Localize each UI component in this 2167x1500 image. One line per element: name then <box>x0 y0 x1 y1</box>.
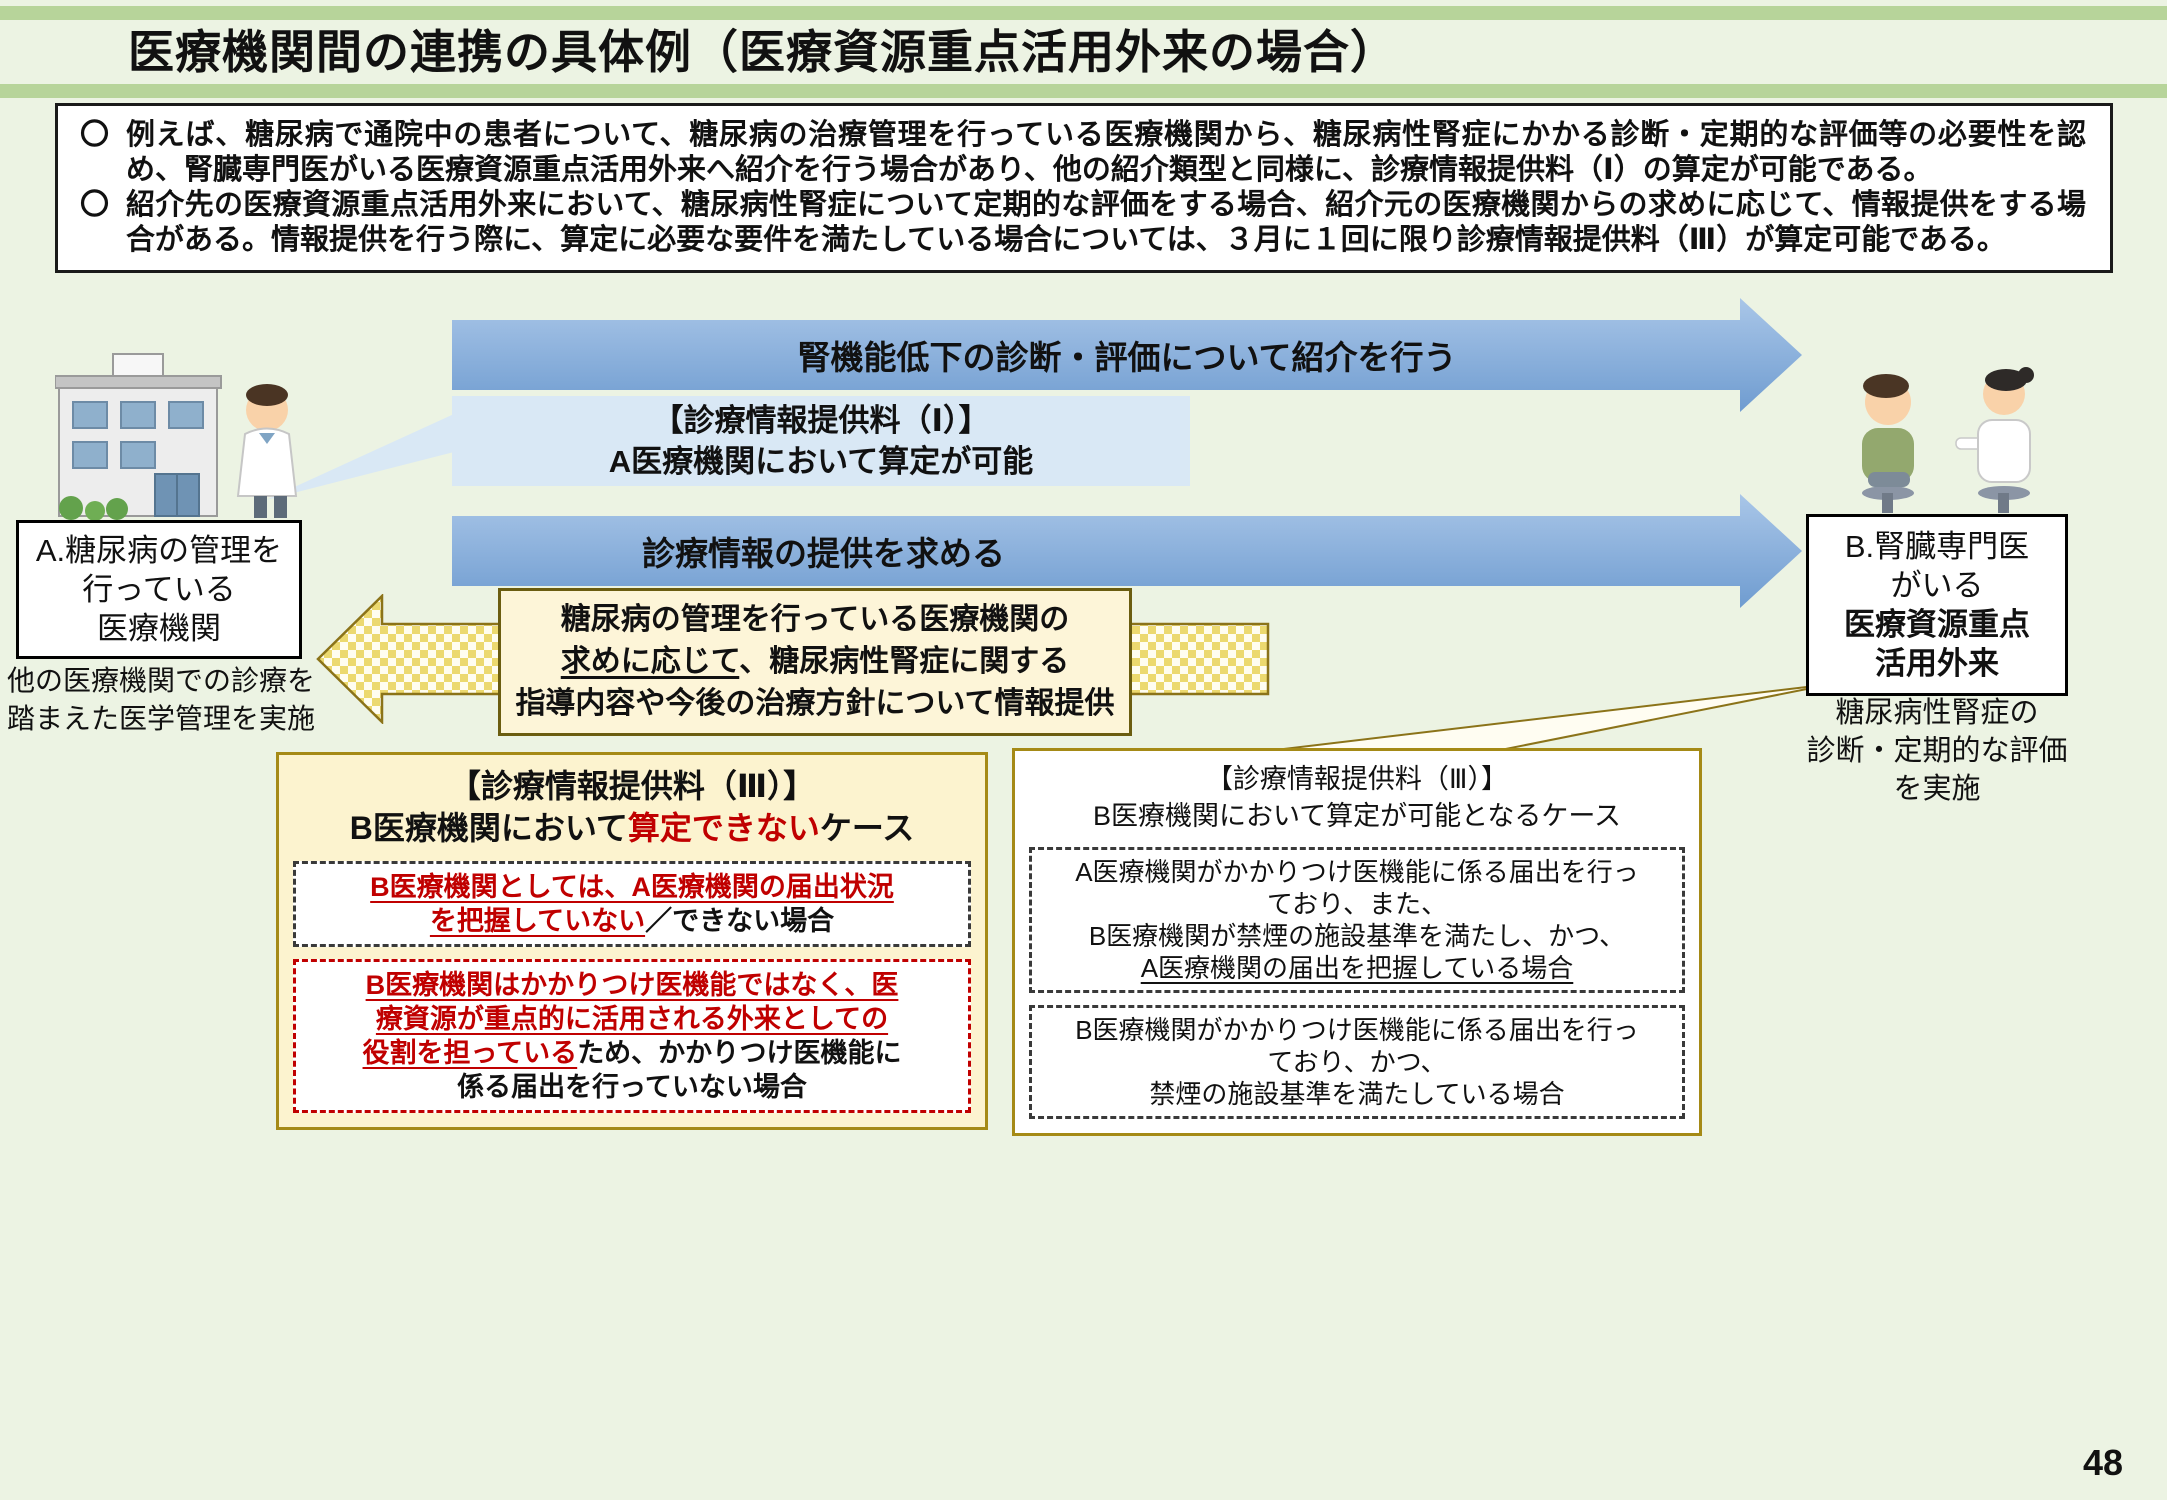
case-billable-item-1: A医療機関がかかりつけ医機能に係る届出を行っており、また、B医療機関が禁煙の施設… <box>1029 847 1685 993</box>
case-billable-title: 【診療情報提供料（Ⅲ）】B医療機関において算定が可能となるケース <box>1092 764 1622 831</box>
referral-arrow: 腎機能低下の診断・評価について紹介を行う <box>452 298 1802 412</box>
title-bottom-rule <box>0 84 2167 98</box>
institution-a-caption: 他の医療機関での診療を踏まえた医学管理を実施 <box>6 665 315 734</box>
case-not-billable-box: 【診療情報提供料（Ⅲ）】B医療機関において算定できないケース B医療機関としては… <box>276 752 988 1130</box>
right-arrow-icon <box>452 494 1802 608</box>
bullet-marker-2: 〇 <box>80 189 110 221</box>
case-not-billable-title: 【診療情報提供料（Ⅲ）】B医療機関において算定できないケース <box>349 768 915 846</box>
summary-box: 〇 例えば、糖尿病で通院中の患者について、糖尿病の治療管理を行っている医療機関か… <box>55 103 2113 273</box>
institution-b-caption: 糖尿病性腎症の診断・定期的な評価を実施 <box>1806 697 2068 805</box>
summary-bullet-1: 〇 例えば、糖尿病で通院中の患者について、糖尿病の治療管理を行っている医療機関か… <box>80 118 2086 188</box>
case-billable-item-2: B医療機関がかかりつけ医機能に係る届出を行っており、かつ、禁煙の施設基準を満たし… <box>1029 1005 1685 1119</box>
summary-text-2: 紹介先の医療資源重点活用外来において、糖尿病性腎症について定期的な評価をする場合… <box>126 189 2086 256</box>
fee1-callout-pointer <box>266 414 454 500</box>
right-arrow-icon <box>452 298 1802 412</box>
institution-a-box: A.糖尿病の管理を行っている医療機関 <box>16 520 302 659</box>
request-arrow: 診療情報の提供を求める <box>452 494 1802 608</box>
referral-arrow-label: 腎機能低下の診断・評価について紹介を行う <box>797 339 1457 376</box>
request-arrow-label: 診療情報の提供を求める <box>642 535 1005 572</box>
case-not-billable-item-2: B医療機関はかかりつけ医機能ではなく、医療資源が重点的に活用される外来としての役… <box>293 959 971 1113</box>
case-billable-box: 【診療情報提供料（Ⅲ）】B医療機関において算定が可能となるケース A医療機関がか… <box>1012 748 1702 1136</box>
page-number: 48 <box>2082 1442 2123 1483</box>
doctor-consultation-illustration <box>1862 367 2034 513</box>
info-provision-box: 糖尿病の管理を行っている医療機関の求めに応じて、糖尿病性腎症に関する指導内容や今… <box>498 588 1132 736</box>
page-title: 医療機関間の連携の具体例（医療資源重点活用外来の場合） <box>128 26 1397 78</box>
fee1-box: 【診療情報提供料（Ⅰ）】A医療機関において算定が可能 <box>452 396 1190 486</box>
clinic-building-illustration <box>55 353 298 520</box>
title-top-rule <box>0 6 2167 20</box>
bullet-marker-1: 〇 <box>80 119 110 151</box>
institution-b-box: B.腎臓専門医がいる医療資源重点活用外来 <box>1806 514 2068 696</box>
summary-text-1: 例えば、糖尿病で通院中の患者について、糖尿病の治療管理を行っている医療機関から、… <box>126 119 2086 186</box>
case-not-billable-item-1: B医療機関としては、A医療機関の届出状況を把握していない／できない場合 <box>293 861 971 947</box>
summary-bullet-2: 〇 紹介先の医療資源重点活用外来において、糖尿病性腎症について定期的な評価をする… <box>80 188 2086 258</box>
